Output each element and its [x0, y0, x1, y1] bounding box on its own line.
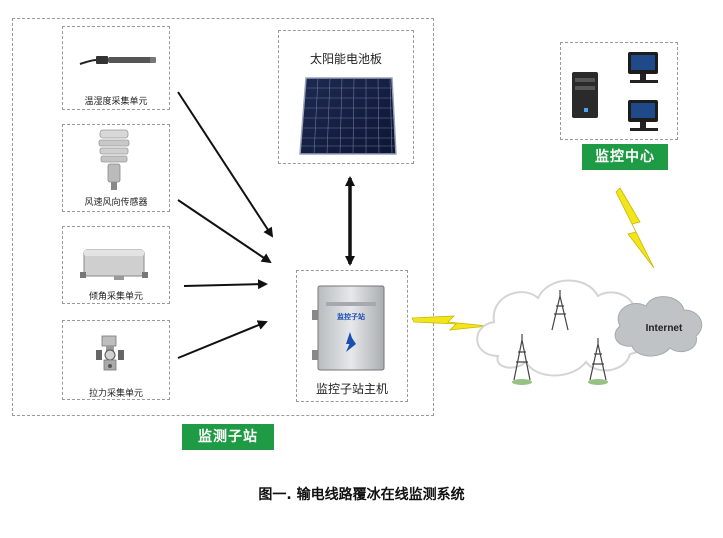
solar-panel-icon [299, 77, 397, 155]
figure-caption: 图一. 输电线路覆冰在线监测系统 [258, 487, 465, 503]
tower-icon [588, 338, 608, 385]
solar-panel-label: 太阳能电池板 [309, 52, 382, 66]
lightning-bolt-icon [411, 315, 489, 331]
sensor-box-wind [62, 124, 170, 212]
station-tag: 监测子站 [182, 424, 274, 450]
temp-humidity-probe-icon [79, 56, 156, 65]
arrow-temp-to-host [177, 91, 274, 238]
sensor-box-temp [62, 26, 170, 110]
sensor-box-tilt [62, 226, 170, 304]
arrow-tension-to-host [177, 320, 268, 359]
arrow-wind-to-host [177, 199, 272, 264]
tower-icon [512, 334, 532, 385]
sensor-label-wind: 风速风向传感器 [84, 198, 148, 208]
tension-clamp-icon [96, 335, 124, 371]
monitor-icon [628, 52, 658, 83]
host-cabinet-text: 监控子站 [337, 313, 365, 321]
host-box [296, 270, 408, 402]
solar-panel-box [278, 30, 414, 164]
lightning-bolt-icon [615, 187, 655, 269]
station-boundary [12, 18, 434, 416]
wind-sensor-icon [98, 129, 130, 190]
server-tower-icon [572, 72, 598, 118]
tower-icon [551, 290, 569, 331]
center-tag: 监控中心 [582, 144, 668, 170]
arrow-tilt-to-host [183, 279, 268, 290]
sensor-label-tilt: 倾角采集单元 [88, 292, 143, 302]
network-label: Internet [646, 323, 683, 334]
sensor-box-tension [62, 320, 170, 400]
tilt-box-icon [80, 249, 148, 280]
sensor-label-temp: 温湿度采集单元 [84, 97, 148, 107]
monitor-icon [628, 100, 658, 131]
host-cabinet-icon [312, 285, 385, 371]
sensor-label-tension: 拉力采集单元 [88, 389, 143, 399]
center-box [560, 42, 678, 140]
host-label: 监控子站主机 [315, 382, 388, 396]
